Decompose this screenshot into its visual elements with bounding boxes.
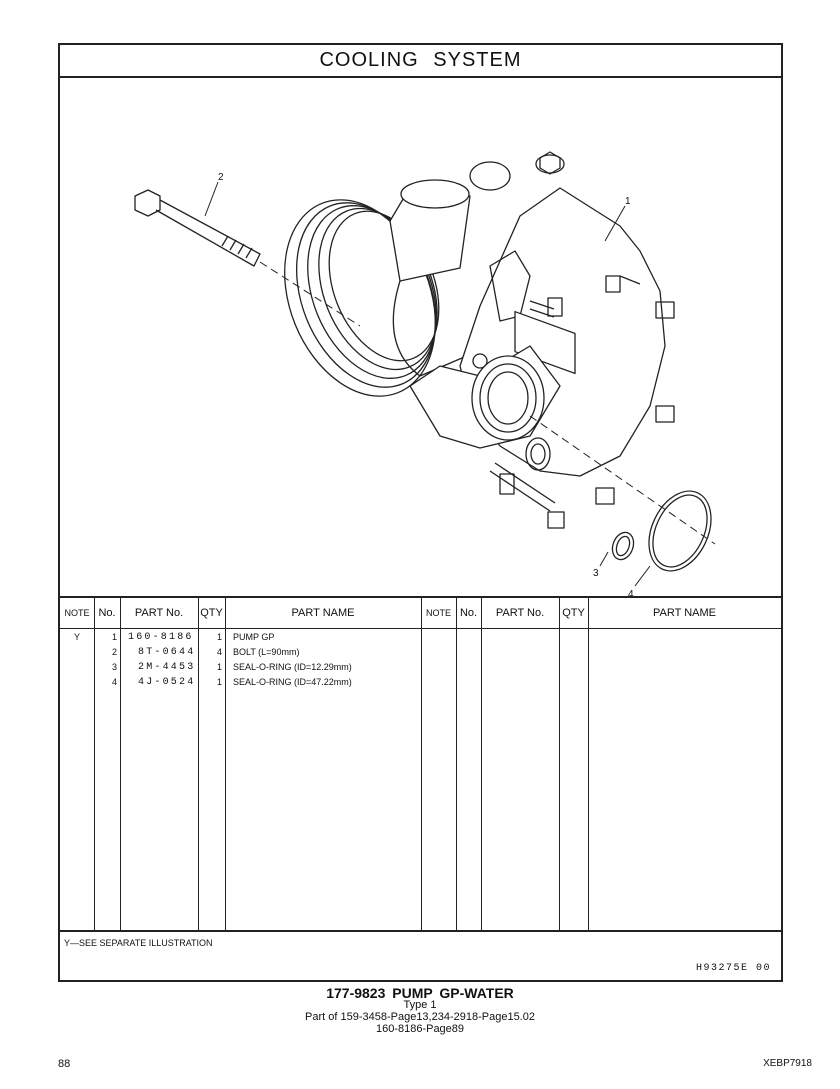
- header-no-2: No.: [459, 607, 478, 619]
- quantity: 1: [216, 677, 222, 687]
- part-number: 2M-4453: [138, 662, 196, 673]
- bolt: [134, 189, 261, 267]
- document-code: XEBP7918: [763, 1058, 812, 1069]
- item-number: 4: [111, 677, 117, 687]
- caption-reference-2: 160-8186-Page89: [375, 1023, 465, 1035]
- header-part-name: PART NAME: [291, 607, 355, 619]
- callout-3: 3: [593, 568, 599, 579]
- header-part-no-2: PART No.: [495, 607, 545, 619]
- header-qty-2: QTY: [562, 607, 585, 619]
- table-row: 4 4J-0524 1 SEAL-O-RING (ID=47.22mm): [60, 675, 781, 690]
- caption-reference: Part of 159-3458-Page13,234-2918-Page15.…: [305, 1011, 535, 1023]
- item-number: 1: [111, 632, 117, 642]
- quantity: 1: [216, 632, 222, 642]
- header-note-2: NOTE: [425, 608, 451, 618]
- part-name: PUMP GP: [233, 632, 275, 642]
- table-row: 2 8T-0644 4 BOLT (L=90mm): [60, 645, 781, 660]
- table-row: Y 1 160-8186 1 PUMP GP: [60, 630, 781, 645]
- header-part-no: PART No.: [134, 607, 184, 619]
- item-number: 3: [111, 662, 117, 672]
- drawing-number: H93275E 00: [695, 963, 771, 974]
- inlet-pipe: [389, 179, 491, 377]
- table-row: 3 2M-4453 1 SEAL-O-RING (ID=12.29mm): [60, 660, 781, 675]
- caption-title: 177-9823 PUMP GP-WATER: [326, 985, 514, 1001]
- note-cell: [60, 645, 94, 660]
- header-note: NOTE: [64, 608, 90, 618]
- assembly-centerlines: [259, 261, 716, 545]
- part-number: 8T-0644: [138, 647, 196, 658]
- page-frame: COOLING SYSTEM: [58, 43, 783, 982]
- quantity: 4: [216, 647, 222, 657]
- callout-4: 4: [628, 589, 634, 596]
- callout-1: 1: [625, 196, 631, 207]
- parts-table: NOTE No. PART No. QTY PART NAME NOTE No.…: [60, 596, 781, 932]
- exploded-illustration: 2 1 3 4: [60, 76, 781, 600]
- water-pump-drawing: 2 1 3 4: [134, 151, 716, 600]
- caption-type: Type 1: [403, 999, 437, 1011]
- leader-lines: [204, 181, 651, 587]
- header-no: No.: [98, 607, 116, 619]
- note-cell: Y: [73, 632, 80, 642]
- header-qty: QTY: [200, 607, 223, 619]
- page-title: COOLING SYSTEM: [60, 45, 781, 78]
- seal-o-rings: [525, 437, 712, 572]
- callout-2: 2: [218, 172, 224, 183]
- footnote: Y—SEE SEPARATE ILLUSTRATION: [64, 938, 213, 948]
- outlet-bore: [409, 345, 561, 449]
- note-cell: [60, 675, 94, 690]
- part-number: 160-8186: [128, 632, 194, 643]
- quantity: 1: [216, 662, 222, 672]
- studs: [489, 275, 675, 529]
- part-number: 4J-0524: [138, 677, 196, 688]
- part-name: SEAL-O-RING (ID=47.22mm): [233, 677, 352, 687]
- part-name: BOLT (L=90mm): [233, 647, 300, 657]
- part-name: SEAL-O-RING (ID=12.29mm): [233, 662, 352, 672]
- note-cell: [60, 660, 94, 675]
- page-number: 88: [58, 1058, 71, 1070]
- header-part-name-2: PART NAME: [653, 607, 716, 619]
- item-number: 2: [111, 647, 117, 657]
